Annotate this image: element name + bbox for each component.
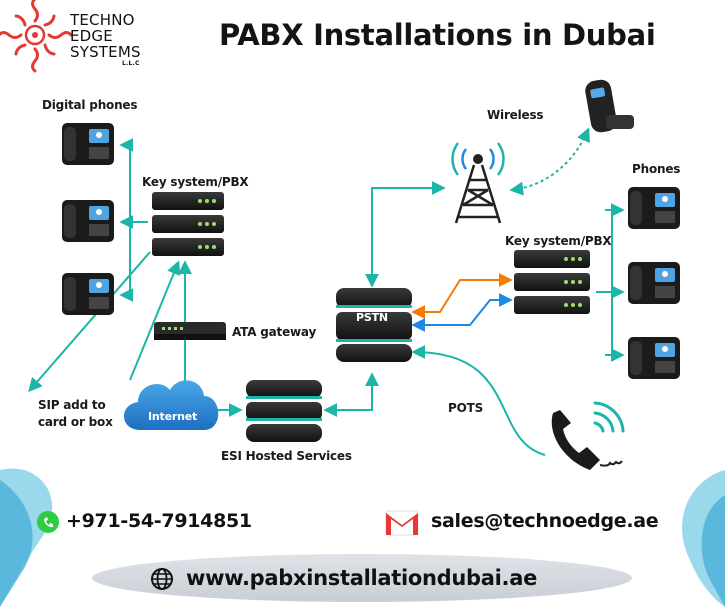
website-pill xyxy=(92,554,632,602)
label-key-system-left: Key system/PBX xyxy=(142,175,249,189)
digital-phone-icon xyxy=(62,123,114,315)
label-pstn: PSTN xyxy=(356,311,388,324)
cordless-phone-icon xyxy=(585,79,634,133)
label-phones: Phones xyxy=(632,162,681,176)
logo-mark xyxy=(0,0,73,73)
globe-icon xyxy=(151,568,173,590)
brand-logo-text: TECHNO EDGE SYSTEMS L.L.C xyxy=(70,12,141,68)
key-system-pbx-right-server-icon xyxy=(514,250,590,314)
internet-cloud-icon xyxy=(123,380,219,430)
wireless-link xyxy=(509,127,590,196)
esi-hosted-server-icon xyxy=(246,380,322,442)
gmail-icon xyxy=(385,510,419,536)
label-ata-gateway: ATA gateway xyxy=(232,325,317,339)
brand-line-1: TECHNO xyxy=(70,11,135,29)
label-key-system-right: Key system/PBX xyxy=(505,234,612,248)
key-system-pbx-server-icon xyxy=(152,192,224,256)
label-wireless: Wireless xyxy=(487,108,544,122)
wireless-tower-icon xyxy=(451,142,505,224)
pots-handset-icon xyxy=(551,401,625,470)
background-waves xyxy=(0,468,725,607)
contact-email[interactable]: sales@technoedge.ae xyxy=(431,510,659,532)
label-esi-hosted: ESI Hosted Services xyxy=(221,449,352,463)
label-sip-add-1: SIP add to xyxy=(38,398,106,412)
phone-icon xyxy=(628,187,680,379)
label-internet: Internet xyxy=(148,410,198,423)
brand-suffix: L.L.C xyxy=(122,60,140,67)
whatsapp-icon xyxy=(37,511,59,533)
contact-website[interactable]: www.pabxinstallationdubai.ae xyxy=(186,566,538,590)
contact-phone[interactable]: +971-54-7914851 xyxy=(66,510,252,532)
pstn-server-icon xyxy=(336,288,412,362)
brand-line-2: EDGE xyxy=(70,27,113,45)
blue-link xyxy=(411,293,513,332)
orange-link xyxy=(411,273,513,319)
label-pots: POTS xyxy=(448,401,484,415)
label-sip-add-2: card or box xyxy=(38,415,113,429)
brand-line-3: SYSTEMS xyxy=(70,43,141,61)
ata-gateway-icon xyxy=(154,322,226,340)
page-title: PABX Installations in Dubai xyxy=(219,18,656,52)
label-digital-phones: Digital phones xyxy=(42,98,138,112)
connection-lines xyxy=(28,138,625,456)
